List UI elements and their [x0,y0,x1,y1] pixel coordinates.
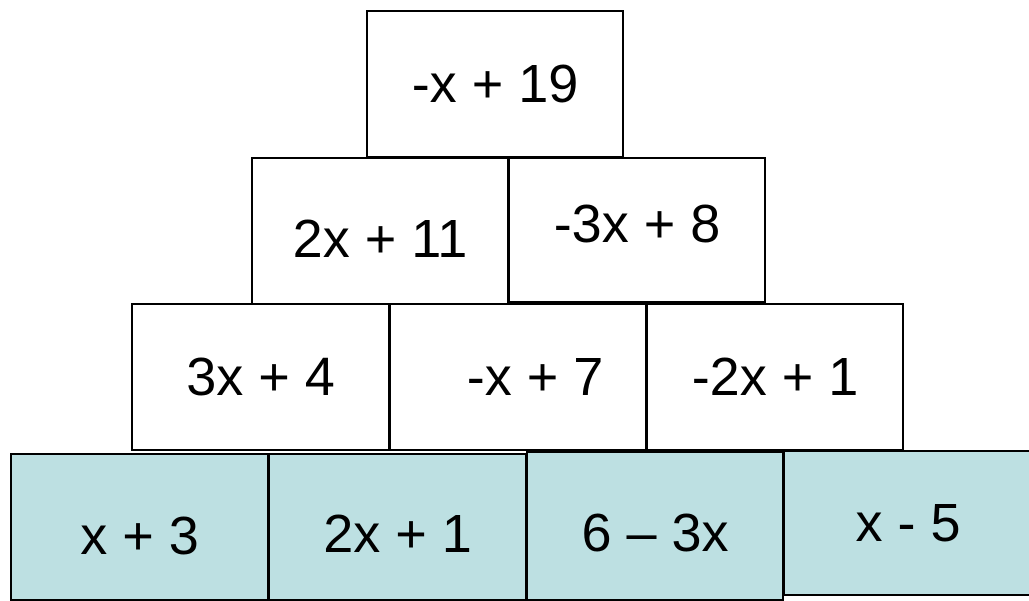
pyramid-base-brick-3: 6 – 3x [526,451,784,601]
pyramid-brick-row2-2: -3x + 8 [508,157,766,303]
pyramid-brick-row3-2: -x + 7 [389,303,647,451]
pyramid-base-brick-1: x + 3 [10,453,269,601]
pyramid-base-brick-4: x - 5 [783,450,1029,596]
pyramid-brick-top: -x + 19 [366,10,624,158]
pyramid-base-brick-2: 2x + 1 [268,453,527,601]
pyramid-brick-row3-1: 3x + 4 [131,303,390,451]
pyramid-brick-row2-1: 2x + 11 [251,157,509,305]
pyramid-brick-row3-3: -2x + 1 [646,303,904,451]
